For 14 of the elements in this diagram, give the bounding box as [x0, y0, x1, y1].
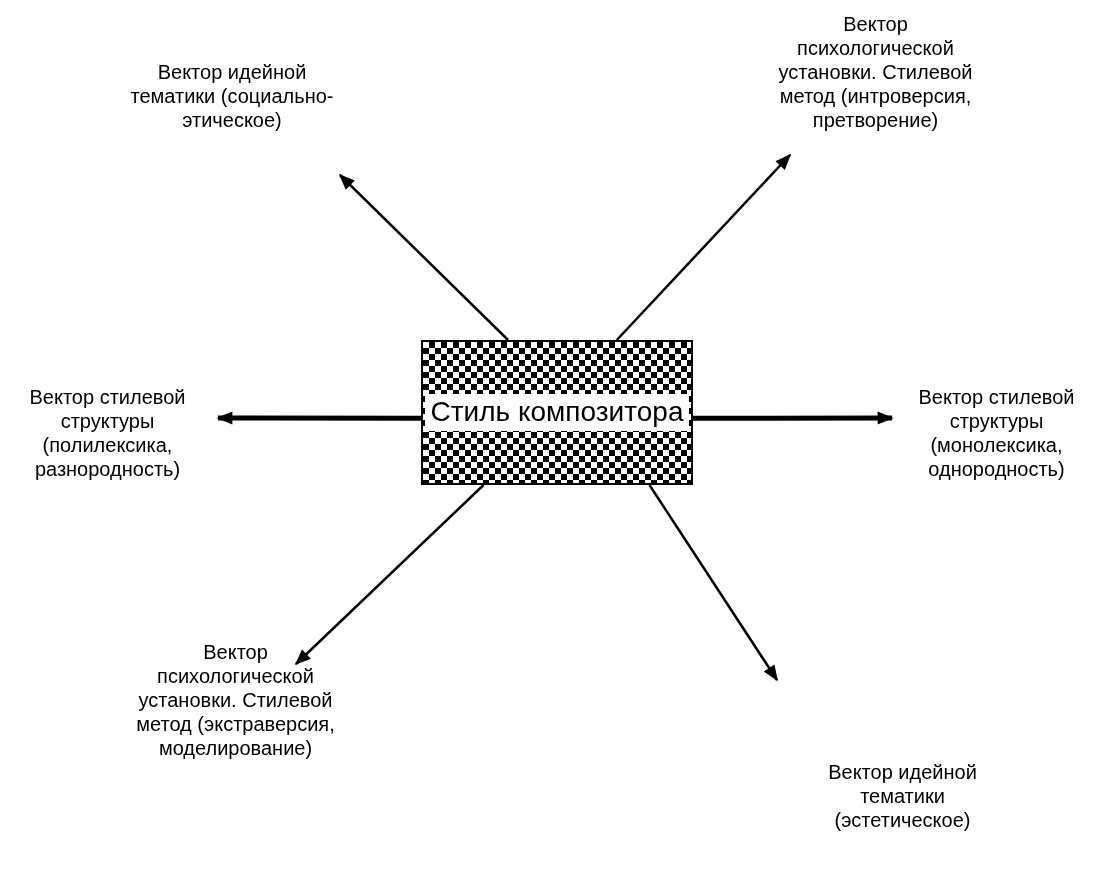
vector-label: Вектор идейной тематики (социально-этическое)	[130, 61, 334, 131]
arrow	[294, 484, 485, 666]
vector-label: Вектор идейной тематики (эстетическое)	[828, 761, 977, 831]
vector-label: Вектор стилевой структуры (полилексика, разнородность)	[29, 386, 186, 480]
vector-label: Вектор стилевой структуры (монолексика, однородность)	[918, 386, 1075, 480]
arrow	[648, 484, 779, 682]
arrow	[693, 411, 894, 425]
patterned-box	[421, 340, 693, 485]
arrow	[216, 411, 421, 425]
box-title: Стиль композитора	[424, 394, 690, 431]
arrow	[615, 153, 792, 341]
vector-label: Вектор психологической установки. Стилевой метод (экстраверсия, моделирование)	[136, 641, 335, 759]
arrow	[338, 173, 509, 341]
vector-label: Вектор психологической установки. Стилевой метод (интроверсия, претворение)	[778, 13, 973, 131]
